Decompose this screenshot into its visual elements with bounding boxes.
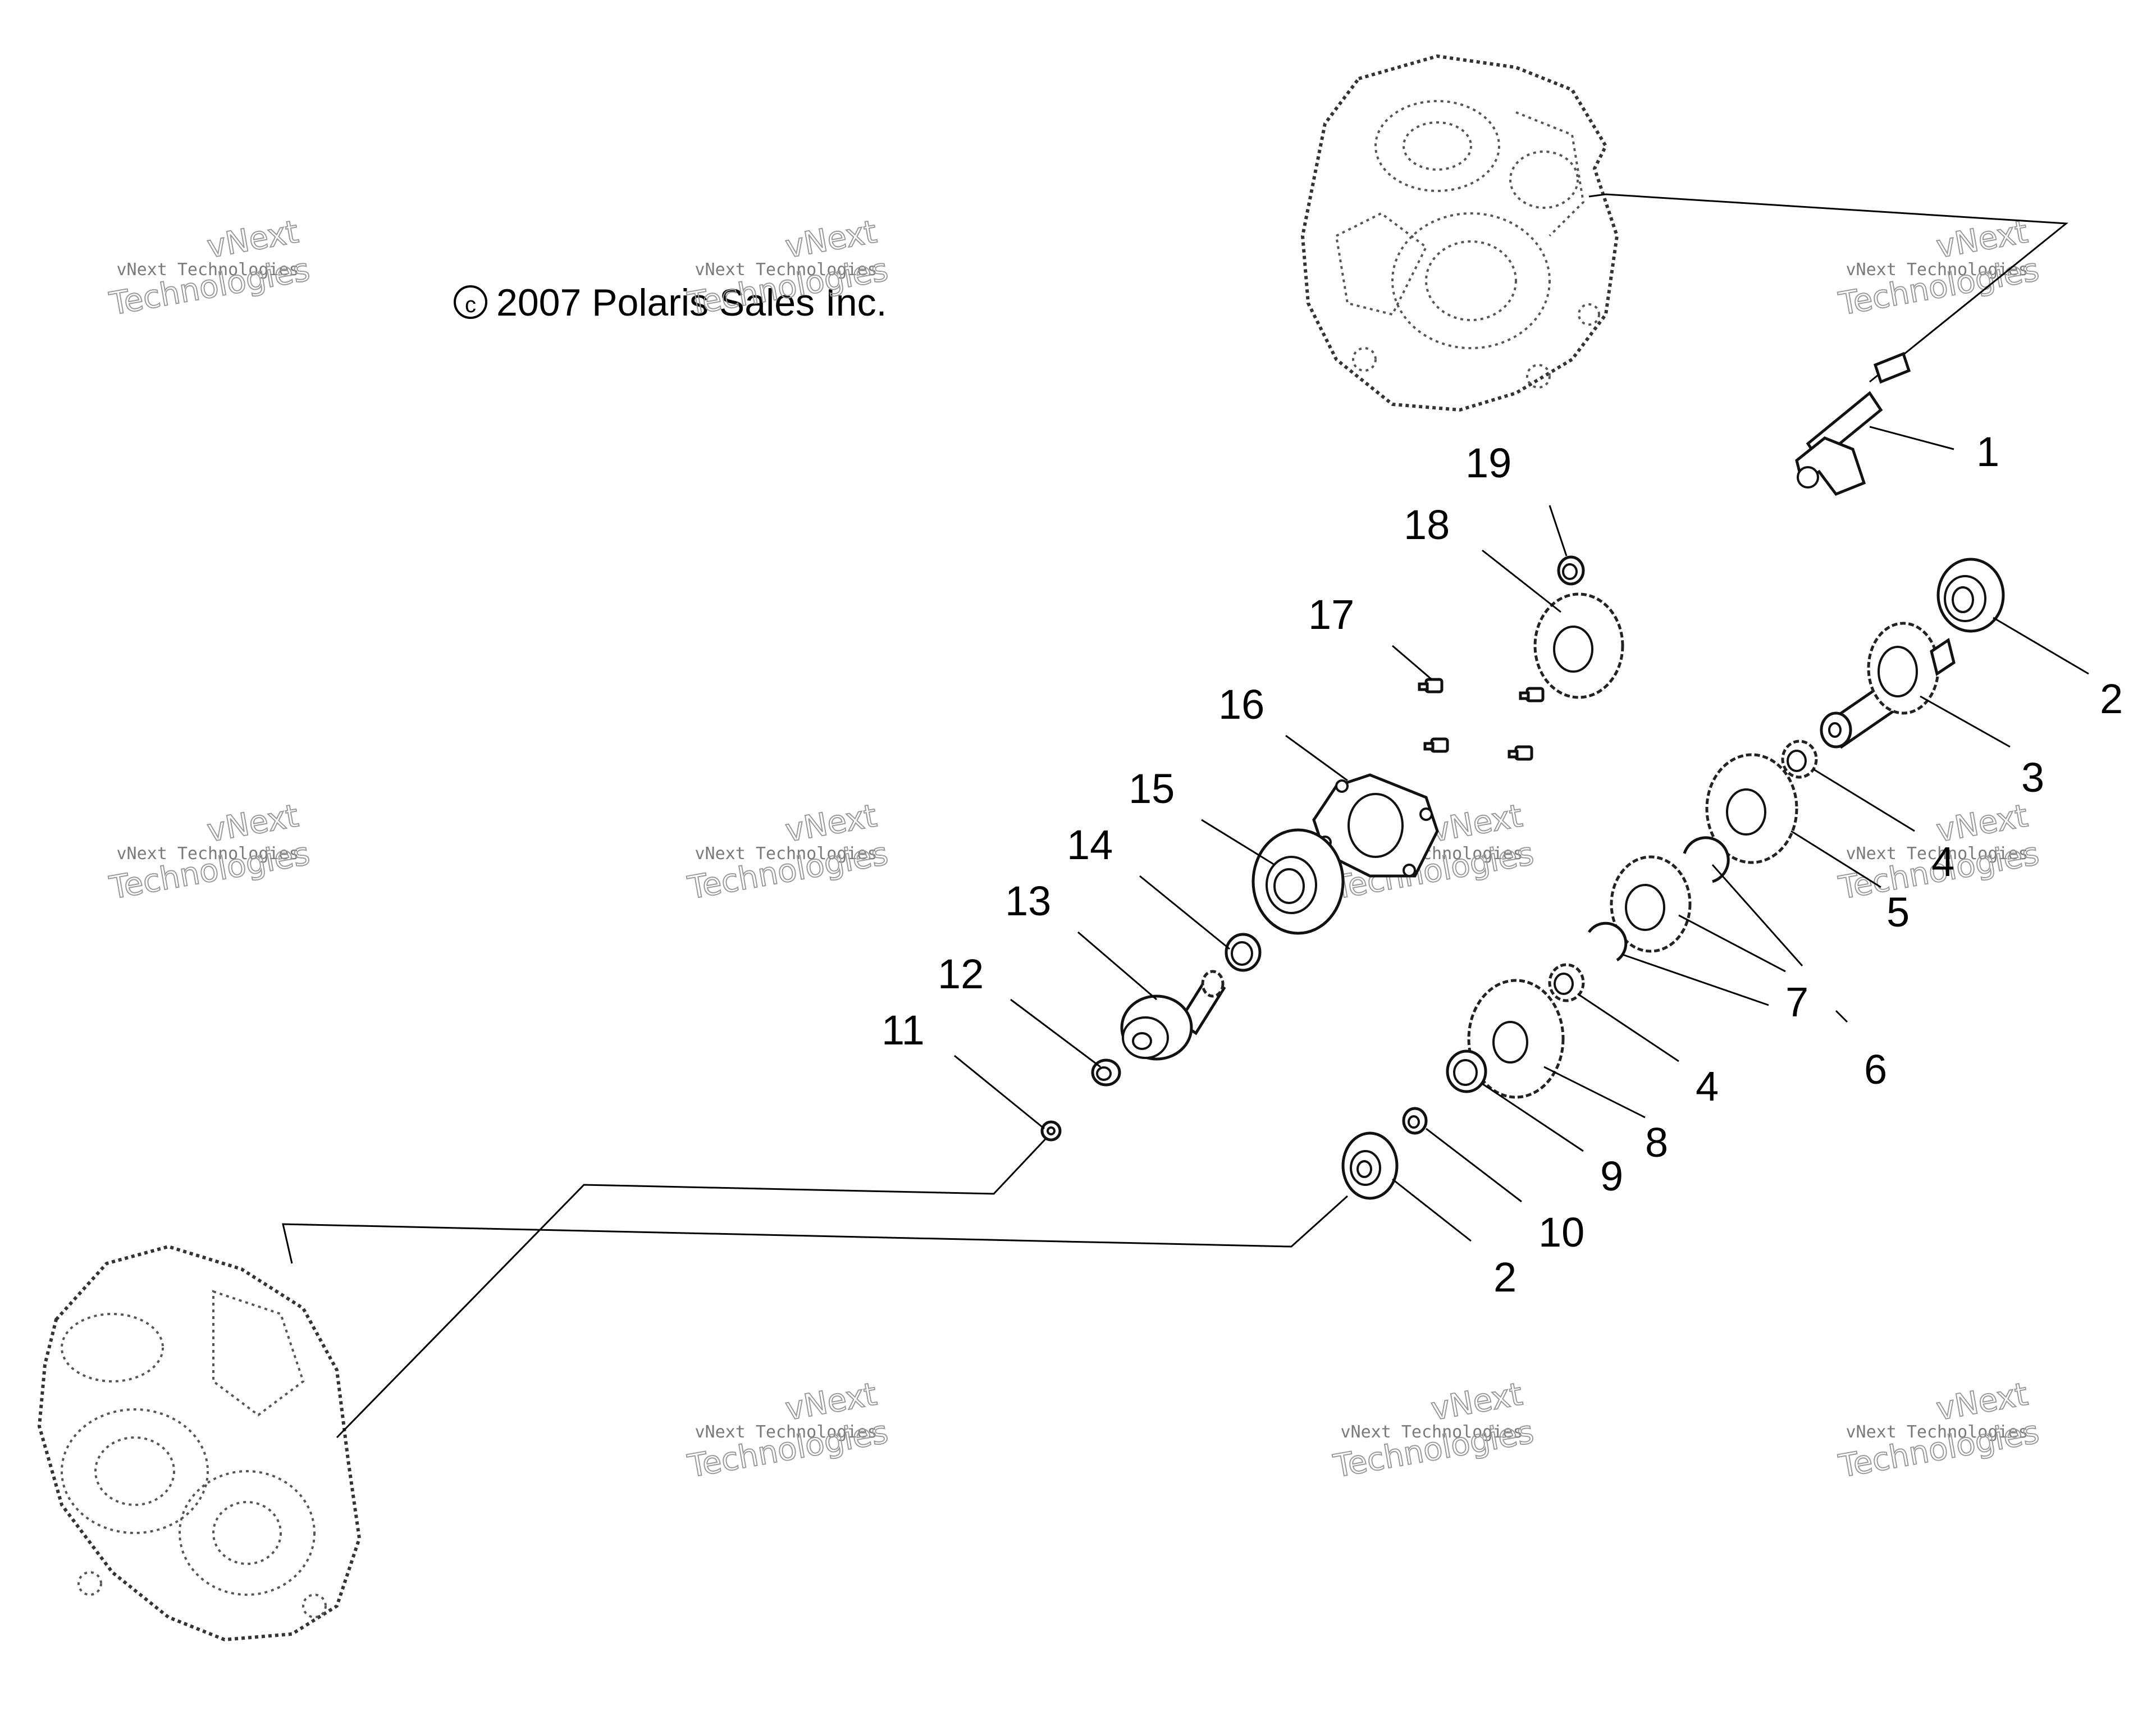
svg-text:vNext Technologies: vNext Technologies [1846, 844, 2028, 864]
callout-6: 6 [1864, 1046, 1887, 1093]
bolt [1519, 687, 1545, 702]
part-17-bolts [1418, 678, 1545, 761]
watermark: vNext Technologies Technologies vNext [684, 797, 892, 907]
copyright-text: 2007 Polaris Sales Inc. [496, 281, 887, 324]
part-5-gear [1705, 753, 1798, 864]
part-4-needle-bearing-upper [1781, 740, 1818, 779]
part-16-retainer-plate [1312, 773, 1439, 878]
svg-text:vNext Technologies: vNext Technologies [695, 260, 877, 280]
watermark-line1: vNext Technologies [116, 260, 299, 280]
part-18-gear [1533, 592, 1624, 699]
callout-7: 7 [1785, 979, 1808, 1025]
svg-text:vNext Technologies: vNext Technologies [695, 1422, 877, 1442]
callout-13: 13 [1005, 878, 1051, 924]
part-14-ring [1225, 933, 1262, 972]
callout-10: 10 [1538, 1209, 1584, 1256]
callout-11: 11 [881, 1007, 925, 1053]
upper-transmission-case [1300, 54, 1619, 412]
svg-text:vNext Technologies: vNext Technologies [1846, 1422, 2028, 1442]
part-8-gear [1467, 979, 1565, 1099]
copyright-notice: c 2007 Polaris Sales Inc. [454, 281, 887, 324]
part-6-snap-ring-lower [1587, 921, 1628, 962]
callout-12: 12 [938, 951, 984, 997]
part-10-washer [1402, 1107, 1428, 1135]
callout-9: 9 [1600, 1153, 1623, 1199]
svg-text:vNext Technologies: vNext Technologies [1846, 260, 2028, 280]
part-9-washer [1446, 1049, 1487, 1093]
svg-text:vNext Technologies: vNext Technologies [116, 844, 299, 864]
lower-transmission-case [37, 1244, 362, 1642]
part-3-shaft-gear [1820, 622, 1956, 749]
callout-numbers: 1 2 3 4 5 7 6 4 8 9 10 2 11 12 13 14 15 … [881, 428, 2123, 1300]
watermark: vNext Technologies Technologies vNext [106, 797, 313, 907]
part-4-needle-bearing-lower [1548, 963, 1585, 1002]
callout-5: 5 [1886, 889, 1910, 935]
part-2-bearing-upper [1936, 558, 2005, 633]
part-7-gear [1610, 855, 1692, 953]
bolt [1508, 745, 1533, 761]
callout-3: 3 [2021, 754, 2044, 801]
watermark: vNext Technologies Technologies vNext [106, 213, 313, 323]
bolt [1423, 737, 1449, 753]
callout-4-lower: 4 [1696, 1063, 1719, 1110]
callout-1: 1 [1976, 428, 1999, 475]
callout-2-lower: 2 [1493, 1254, 1516, 1300]
part-19-ring [1557, 555, 1585, 586]
callout-16: 16 [1218, 681, 1264, 728]
part-11-ball [1040, 1120, 1062, 1142]
callout-8: 8 [1645, 1119, 1668, 1166]
case-leader-lines [282, 193, 2068, 1439]
callout-14: 14 [1067, 822, 1113, 868]
copyright-symbol: c [465, 293, 476, 317]
callout-leader-lines [954, 426, 2089, 1242]
callout-2-upper: 2 [2100, 676, 2123, 722]
watermark: vNext Technologies Technologies vNext [684, 213, 892, 323]
part-2-bearing-lower [1341, 1131, 1399, 1200]
callout-19: 19 [1465, 440, 1511, 486]
svg-text:vNext Technologies: vNext Technologies [695, 844, 877, 864]
callout-17: 17 [1308, 591, 1354, 638]
callout-15: 15 [1129, 765, 1175, 812]
svg-text:vNext Technologies: vNext Technologies [1340, 1422, 1523, 1442]
callout-18: 18 [1404, 501, 1450, 548]
watermark: vNext Technologies Technologies vNext [1330, 1375, 1537, 1485]
callout-4-upper: 4 [1931, 838, 1954, 885]
watermark: vNext Technologies Technologies vNext [684, 1375, 892, 1485]
bolt [1418, 678, 1444, 693]
part-1-shift-fork [1795, 352, 1911, 496]
watermark: vNext Technologies Technologies vNext [1835, 1375, 2043, 1485]
part-13-output-shaft [1120, 970, 1226, 1061]
part-15-bearing [1251, 828, 1345, 935]
